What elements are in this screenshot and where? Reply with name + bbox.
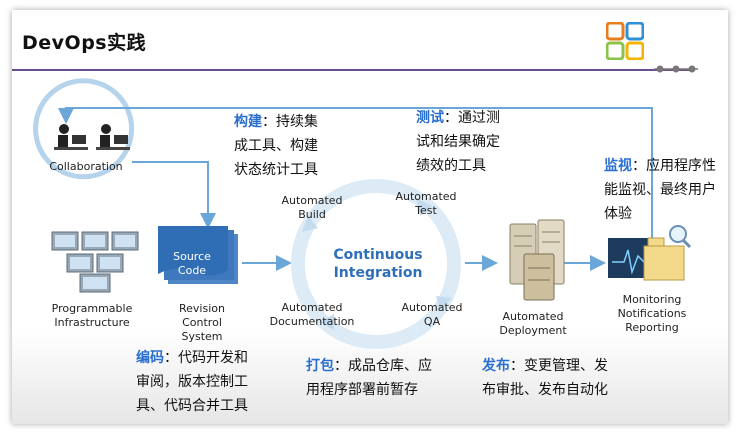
revision-control-label-line3: System [181,330,223,343]
note-monitor-line3: 体验 [604,206,632,222]
note-code-line2: 审阅，版本控制工 [136,374,248,390]
ci-title-line1: Continuous [333,247,423,263]
note-build-line1: 构建：持续集 [234,110,318,134]
note-test-line1: 测试：通过测 [416,106,500,130]
automated-qa-label: Automated QA [394,301,470,329]
note-monitor-line1: 监视：应用程序性 [604,154,716,178]
note-build-key: 构建 [234,114,262,130]
monitoring-label: Monitoring Notifications Reporting [602,293,702,335]
note-package-text1: ：成品仓库、应 [334,358,432,374]
continuous-integration-title: Continuous Integration [318,246,438,282]
note-test-line2: 试和结果确定 [416,134,500,150]
note-code-text1: ：代码开发和 [164,350,248,366]
devops-diagram [33,78,692,349]
note-test: 测试：通过测 试和结果确定 绩效的工具 [416,106,500,178]
note-release-text1: ：变更管理、发 [510,358,608,374]
infrastructure-label-line1: Programmable [51,302,133,315]
revision-control-label-line2: Control [182,316,222,329]
automated-documentation-label-line1: Automated [281,301,343,314]
note-release-line2: 布审批、发布自动化 [482,382,608,398]
automated-test-label: Automated Test [388,190,464,218]
note-build-text1: ：持续集 [262,114,318,130]
collaboration-cycle [33,78,135,180]
note-release: 发布：变更管理、发 布审批、发布自动化 [482,354,608,402]
server-rack-monitors-icon [51,231,139,293]
automated-build-label: Automated Build [274,194,350,222]
note-package-key: 打包 [306,358,334,374]
title-divider [12,69,692,71]
note-code-key: 编码 [136,350,164,366]
note-test-line3: 绩效的工具 [416,158,486,174]
server-tower-icon [509,219,565,301]
note-package-line2: 用程序部署前暂存 [306,382,418,398]
automated-test-label-line2: Test [415,204,437,217]
feedback-loop-arrow [58,107,653,240]
ci-title-line2: Integration [333,265,423,281]
note-code-line3: 具、代码合并工具 [136,398,248,414]
people-at-computers-icon [54,124,130,150]
automated-deployment-label-line1: Automated [502,310,564,323]
document-stack-icon [158,226,238,284]
note-code-line1: 编码：代码开发和 [136,346,248,370]
note-test-text1: ：通过测 [444,110,500,126]
note-package-line1: 打包：成品仓库、应 [306,354,432,378]
note-code: 编码：代码开发和 审阅，版本控制工 具、代码合并工具 [136,346,248,418]
monitoring-dashboard-icon [608,225,692,281]
note-release-key: 发布 [482,358,510,374]
automated-qa-label-line1: Automated [401,301,463,314]
automated-qa-label-line2: QA [423,315,441,328]
revision-control-label: Revision Control System [162,302,242,344]
note-build-line2: 成工具、构建 [234,138,318,154]
automated-test-label-line1: Automated [395,190,457,203]
automated-deployment-label-line2: Deployment [499,324,567,337]
infrastructure-label-line2: Infrastructure [54,316,130,329]
note-monitor-line2: 能监视、最终用户 [604,182,716,198]
divider-dots [654,65,698,73]
note-monitor-key: 监视 [604,158,632,174]
source-code-label: Source Code [158,250,226,278]
source-code-label-line1: Source [173,250,211,263]
monitoring-label-line1: Monitoring [622,293,682,306]
note-build-line3: 状态统计工具 [234,162,318,178]
automated-build-label-line2: Build [298,208,326,221]
note-package: 打包：成品仓库、应 用程序部署前暂存 [306,354,432,402]
slide: DevOps实践 [12,10,728,424]
slide-title: DevOps实践 [22,32,147,54]
collaboration-label: Collaboration [49,160,123,173]
automated-build-label-line1: Automated [281,194,343,207]
automated-deployment-label: Automated Deployment [488,310,578,338]
note-monitor-text1: ：应用程序性 [632,158,716,174]
source-code-label-line2: Code [177,264,207,277]
four-squares-logo-icon [606,22,644,60]
monitoring-label-line2: Notifications [617,307,687,320]
revision-control-label-line1: Revision [179,302,225,315]
note-build: 构建：持续集 成工具、构建 状态统计工具 [234,110,318,182]
note-monitor: 监视：应用程序性 能监视、最终用户 体验 [604,154,716,226]
automated-documentation-label-line2: Documentation [269,315,355,328]
note-test-key: 测试 [416,110,444,126]
note-release-line1: 发布：变更管理、发 [482,354,608,378]
infrastructure-label: Programmable Infrastructure [32,302,152,330]
monitoring-label-line3: Reporting [625,321,679,334]
ci-cycle [291,179,461,349]
collab-to-source-arrow [132,161,216,229]
automated-documentation-label: Automated Documentation [262,301,362,329]
